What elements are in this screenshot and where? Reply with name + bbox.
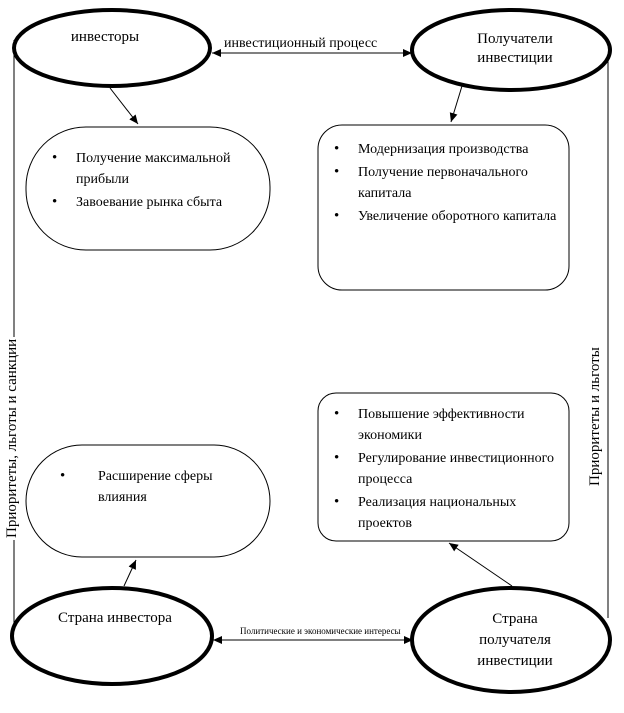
investors-label: инвесторы: [70, 29, 140, 45]
recipients-label-line-2: инвестиции: [477, 50, 553, 66]
investors-to-box-arrow: [109, 87, 139, 125]
list-item: Получение максимальной прибыли: [50, 148, 250, 190]
recipients-to-box-arrow: [449, 85, 463, 123]
recipient-country-label-line-2: получателя: [479, 632, 551, 648]
recipients-ellipse: [410, 8, 612, 92]
list-item: Повышение эффективности экономики: [332, 404, 562, 446]
recipients-label: Получатели инвестиции: [440, 30, 590, 68]
top-edge-label: инвестиционный процесс: [222, 36, 380, 52]
investor-country-ellipse: [10, 586, 214, 686]
investors-goals-list: Получение максимальной прибыли Завоевани…: [50, 148, 250, 215]
investor-country-label: Страна инвестора: [58, 610, 172, 626]
recipients-label-line-1: Получатели: [477, 31, 553, 47]
recipient-country-label-line-1: Страна: [492, 611, 538, 627]
recipients-goals-list: Модернизация производства Получение перв…: [332, 139, 560, 229]
list-item: Расширение сферы влияния: [58, 466, 248, 508]
list-item: Увеличение оборотного капитала: [332, 206, 560, 227]
left-edge-label: Приоритеты, льготы и санкции: [4, 336, 21, 540]
recipient-country-to-box-arrow: [448, 542, 513, 587]
right-edge-label: Приоритеты и льготы: [587, 345, 604, 488]
investor-country-goals-list: Расширение сферы влияния: [58, 466, 248, 510]
recipient-country-label: Страна получателя инвестиции: [440, 609, 590, 672]
investors-ellipse: [12, 8, 212, 88]
country-to-box-arrow: [123, 559, 137, 587]
list-item: Получение первоначального капитала: [332, 162, 560, 204]
list-item: Завоевание рынка сбыта: [50, 192, 250, 213]
recipient-country-goals-list: Повышение эффективности экономики Регули…: [332, 404, 562, 536]
list-item: Реализация национальных проектов: [332, 492, 562, 534]
recipient-country-label-line-3: инвестиции: [477, 653, 553, 669]
bottom-edge-label: Политические и экономические интересы: [238, 626, 403, 636]
list-item: Модернизация производства: [332, 139, 560, 160]
list-item: Регулирование инвестиционного процесса: [332, 448, 562, 490]
